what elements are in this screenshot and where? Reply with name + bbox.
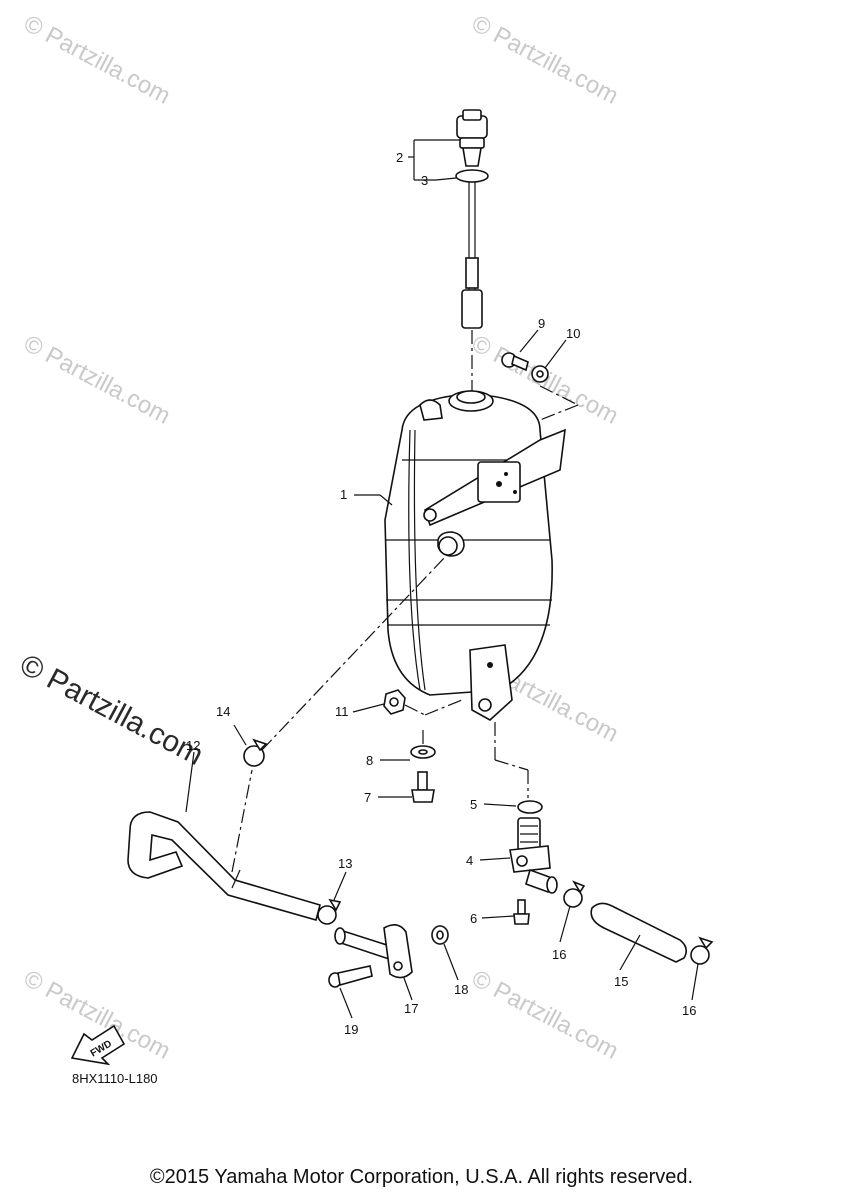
part-label-7: 7 [364,790,371,805]
bolt-part-9[interactable] [501,352,529,372]
clamp-part-14[interactable] [243,738,268,767]
part-label-13: 13 [338,856,352,871]
bolt-part-19[interactable] [328,965,373,988]
part-label-5: 5 [470,797,477,812]
part-label-11: 11 [335,704,349,719]
part-label-4: 4 [466,853,473,868]
part-label-12: 12 [186,738,200,753]
part-label-6: 6 [470,911,477,926]
oil-tank-part-1[interactable] [384,390,566,721]
bolt-part-7[interactable] [411,771,435,803]
part-label-8: 8 [366,753,373,768]
clamp-part-16[interactable] [690,936,714,965]
part-label-15: 15 [614,974,628,989]
part-label-2: 2 [396,150,403,165]
o-ring-part-5[interactable] [517,800,543,814]
clamp-part-13[interactable] [317,898,342,925]
clamp-part-16[interactable] [563,880,586,908]
pipe-part-17[interactable] [334,924,413,979]
bolt-part-6[interactable] [513,899,530,925]
washer-part-18[interactable] [431,925,449,945]
part-label-10: 10 [566,326,580,341]
part-label-16: 16 [552,947,566,962]
part-label-3: 3 [421,173,428,188]
part-label-18: 18 [454,982,468,997]
part-label-14: 14 [216,704,230,719]
part-label-19: 19 [344,1022,358,1037]
o-ring-part-3[interactable] [455,169,489,183]
fwd-arrow-icon: FWD [70,1024,126,1066]
diagram-code: 8HX1110-L180 [72,1071,158,1086]
part-label-1: 1 [340,487,347,502]
part-label-9: 9 [538,316,545,331]
washer-part-10[interactable] [531,365,549,383]
nut-part-11[interactable] [383,689,406,715]
copyright-notice: ©2015 Yamaha Motor Corporation, U.S.A. A… [149,1166,694,1188]
part-label-16-second: 16 [682,1003,696,1018]
hose-part-12[interactable] [127,811,321,921]
hose-part-15[interactable] [590,902,688,963]
oil-level-gauge-part-2[interactable] [456,109,488,329]
part-label-17: 17 [404,1001,418,1016]
elbow-fitting-part-4[interactable] [509,817,558,894]
washer-part-8[interactable] [410,745,436,759]
